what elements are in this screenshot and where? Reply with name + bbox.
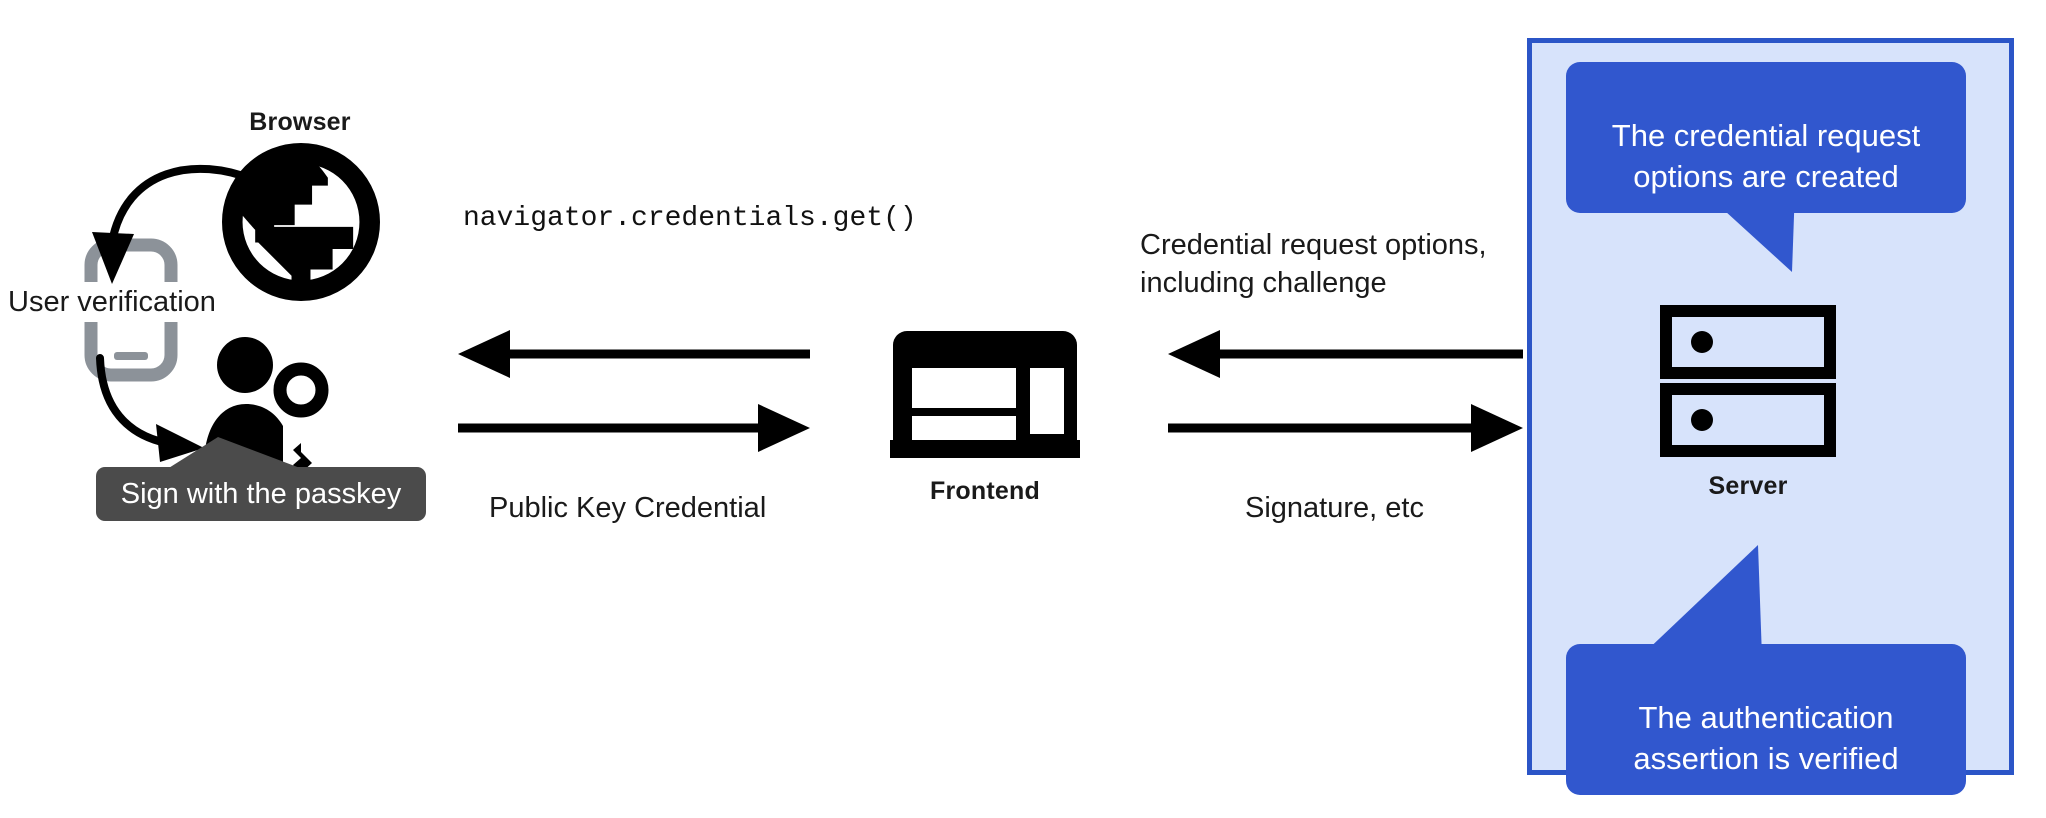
server-bottom-callout-tail: [1640, 545, 1840, 665]
frontend-window-icon: [890, 328, 1080, 458]
signature-etc-label: Signature, etc: [1245, 492, 1424, 524]
browser-to-frontend-arrow: [458, 404, 810, 452]
passkey-tooltip: Sign with the passkey: [96, 467, 426, 521]
server-bottom-callout: The authentication assertion is verified: [1566, 644, 1966, 795]
navigator-credentials-get-label: navigator.credentials.get(): [463, 203, 917, 234]
phone-to-user-arrow: [94, 352, 234, 462]
user-verification-label: User verification: [8, 286, 216, 318]
frontend-to-browser-arrow: [458, 330, 810, 378]
frontend-to-server-arrow: [1168, 404, 1523, 452]
server-top-callout: The credential request options are creat…: [1566, 62, 1966, 213]
frontend-label: Frontend: [930, 477, 1040, 505]
server-rack-icon: [1660, 305, 1836, 457]
server-to-frontend-arrow: [1168, 330, 1523, 378]
credential-request-options-label: Credential request options, including ch…: [1140, 229, 1487, 300]
server-top-callout-text: The credential request options are creat…: [1611, 118, 1921, 194]
browser-to-phone-arrow: [76, 158, 266, 308]
public-key-credential-label: Public Key Credential: [489, 492, 767, 524]
passkey-tooltip-text: Sign with the passkey: [120, 477, 402, 510]
user-verification-text-backdrop: [2, 282, 250, 322]
server-bottom-callout-text: The authentication assertion is verified: [1633, 700, 1899, 776]
browser-label: Browser: [249, 108, 351, 136]
server-label: Server: [1708, 472, 1788, 500]
passkey-tooltip-tail: [160, 437, 320, 473]
